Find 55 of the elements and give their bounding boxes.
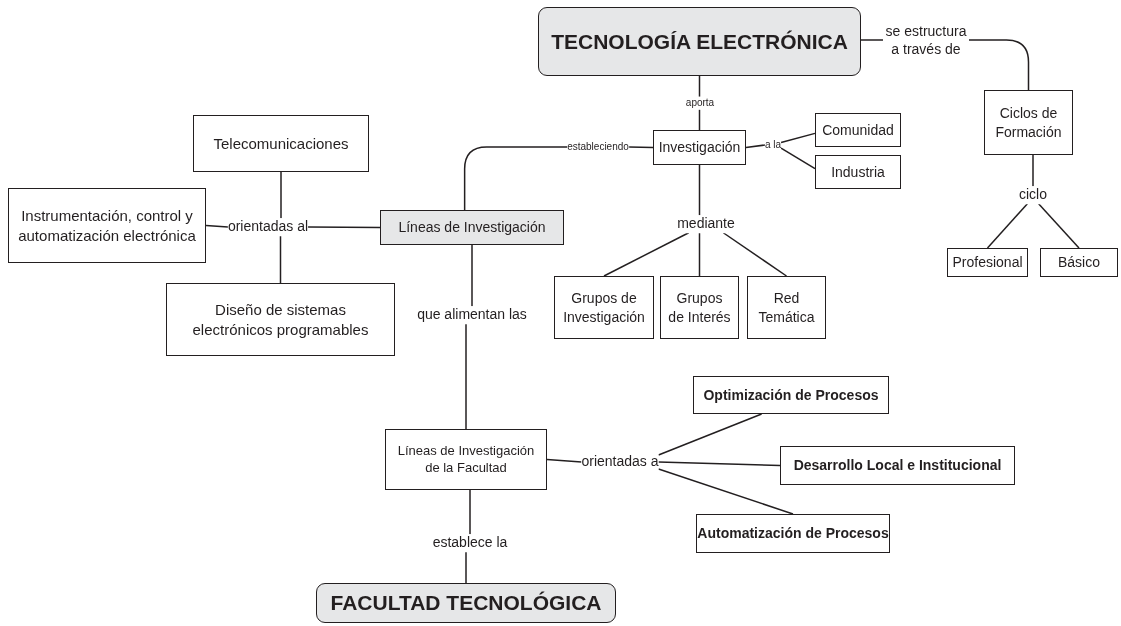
connector-line xyxy=(280,171,282,219)
connector-line xyxy=(745,144,766,149)
connector-line xyxy=(698,75,701,98)
connector-line xyxy=(1032,154,1034,187)
connector-line xyxy=(469,489,471,535)
concept-box: Investigación xyxy=(653,130,746,165)
concept-box: Básico xyxy=(1040,248,1118,277)
connector-line xyxy=(603,232,690,277)
connector-line xyxy=(279,235,282,284)
concept-box: Grupos de Interés xyxy=(660,276,739,339)
connector-line xyxy=(780,132,816,144)
connector-line xyxy=(986,203,1029,249)
linking-phrase: mediante xyxy=(677,215,735,233)
connector-line xyxy=(698,164,701,216)
concept-box: Profesional xyxy=(947,248,1028,277)
concept-box: Ciclos de Formación xyxy=(984,90,1073,155)
connector-line xyxy=(465,551,467,584)
linking-phrase: orientadas a xyxy=(581,453,659,471)
connector-line xyxy=(968,39,1030,91)
title-box: TECNOLOGÍA ELECTRÓNICA xyxy=(538,7,861,76)
connector-line xyxy=(657,461,781,467)
linking-phrase: que alimentan las xyxy=(417,306,527,324)
connector-line xyxy=(698,232,701,277)
connector-line xyxy=(722,232,788,277)
linking-phrase: orientadas al xyxy=(227,218,309,236)
concept-box: Automatización de Procesos xyxy=(696,514,890,553)
connector-line xyxy=(307,226,381,229)
connector-line xyxy=(471,244,473,307)
concept-box: Industria xyxy=(815,155,901,189)
linking-phrase: ciclo xyxy=(1019,186,1047,204)
connector-line xyxy=(657,468,794,515)
concept-box: Red Temática xyxy=(747,276,826,339)
concept-box: Desarrollo Local e Institucional xyxy=(780,446,1015,485)
concept-box: Grupos de Investigación xyxy=(554,276,654,339)
connector-line xyxy=(698,108,701,131)
connector-line xyxy=(657,413,763,456)
concept-box: Telecomunicaciones xyxy=(193,115,369,172)
connector-line xyxy=(546,458,583,463)
connector-line xyxy=(780,147,816,170)
linking-phrase: a la xyxy=(764,138,782,152)
concept-box: Líneas de Investigación xyxy=(380,210,564,245)
connector-line xyxy=(1037,203,1080,249)
concept-box: Líneas de Investigación de la Facultad xyxy=(385,429,547,490)
linking-phrase: establece la xyxy=(432,534,508,552)
connector-line xyxy=(860,39,884,41)
concept-box: Optimización de Procesos xyxy=(693,376,889,414)
connector-line xyxy=(465,323,467,430)
linking-phrase: aporta xyxy=(685,96,715,110)
connector-line xyxy=(205,224,229,228)
connector-line xyxy=(463,146,568,211)
concept-box: Comunidad xyxy=(815,113,901,147)
connector-line xyxy=(628,146,654,149)
concept-box: Diseño de sistemas electrónicos programables xyxy=(166,283,395,356)
concept-box: Instrumentación, control y automatización electrónica xyxy=(8,188,206,263)
title-box: FACULTAD TECNOLÓGICA xyxy=(316,583,616,623)
